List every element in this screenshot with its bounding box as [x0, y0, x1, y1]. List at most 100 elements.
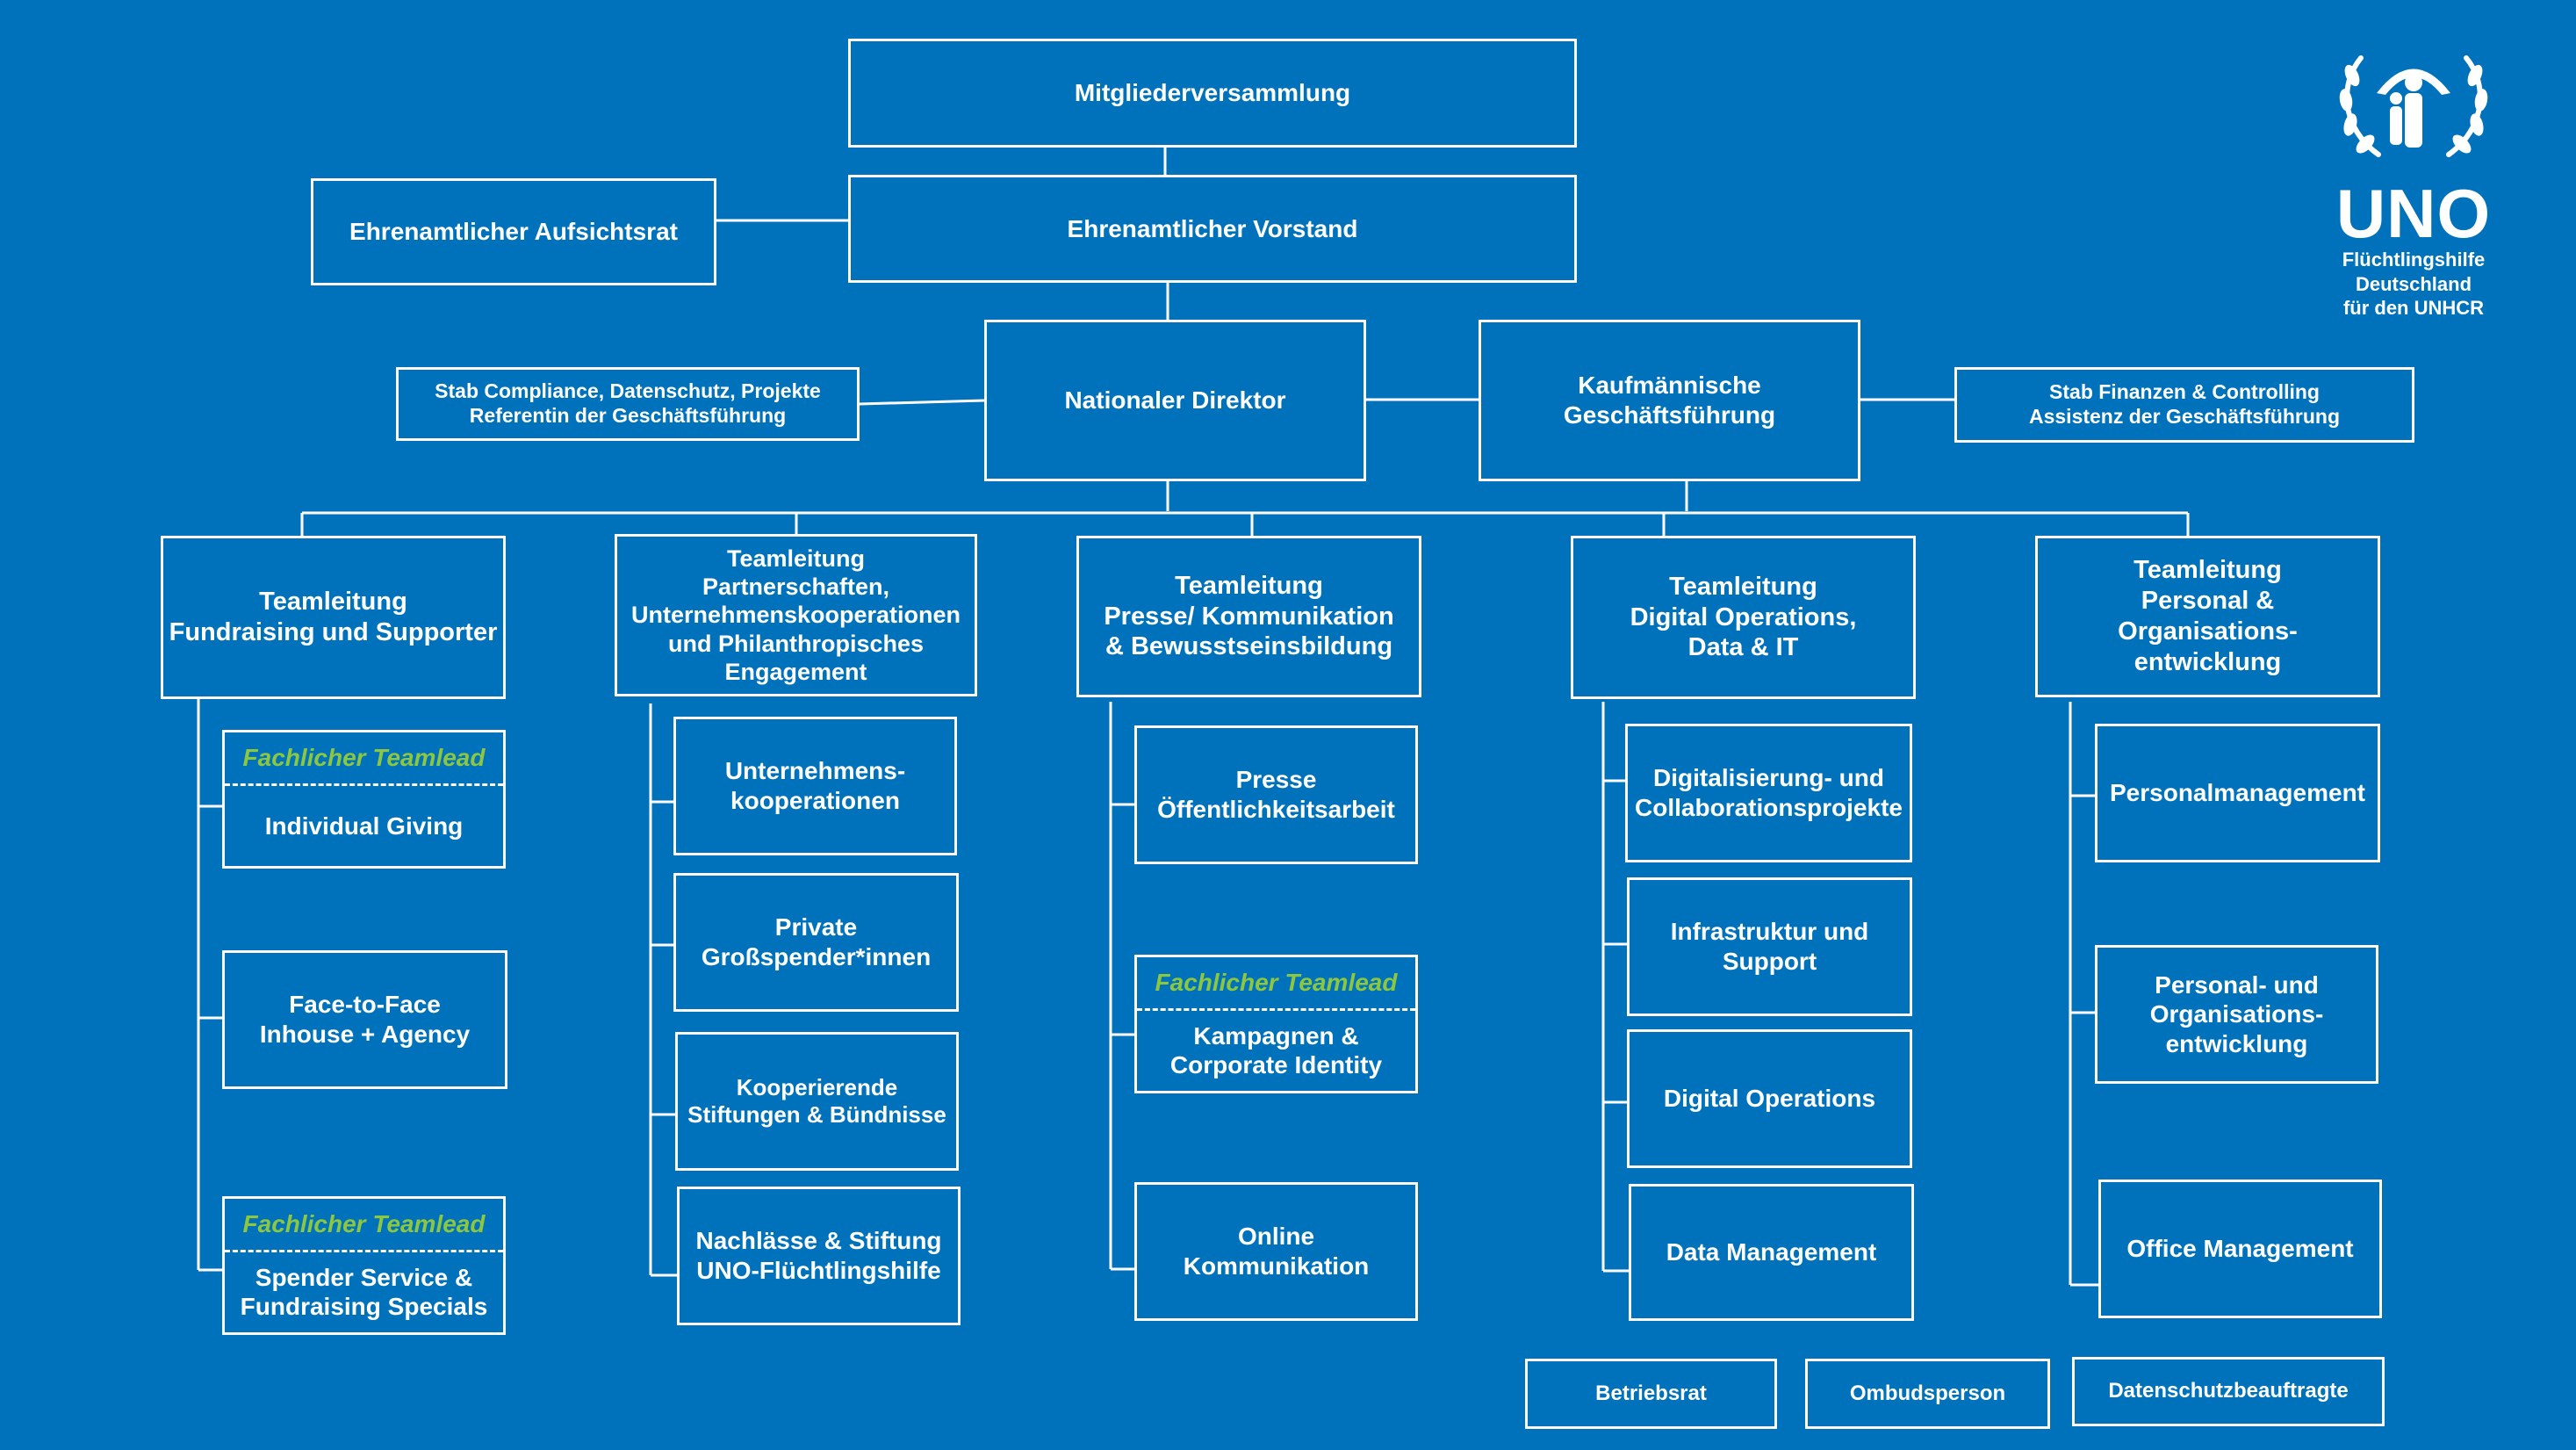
- data-management-label: Data Management: [1666, 1238, 1877, 1266]
- nationaler-direktor-label: Nationaler Direktor: [1064, 386, 1286, 415]
- office-management-box: Office Management: [2098, 1179, 2382, 1318]
- fachlicher-teamlead-tag: Fachlicher Teamlead: [225, 1199, 503, 1252]
- nachlaesse-stiftung-box: Nachlässe & Stiftung UNO-Flüchtlingshilf…: [677, 1187, 961, 1325]
- teamleitung-partnerschaften-line3: Unternehmenskooperationen: [630, 602, 961, 629]
- infrastruktur-support-box: Infrastruktur und Support: [1627, 877, 1912, 1016]
- unternehmenskooperationen-box: Unternehmens- kooperationen: [673, 717, 957, 855]
- logo-wordmark: UNO: [2335, 175, 2492, 252]
- face-to-face-line2: Inhouse + Agency: [259, 1021, 471, 1048]
- teamleitung-personal-line4: entwicklung: [2133, 647, 2282, 676]
- online-kommunikation-line1: Online: [1237, 1223, 1315, 1251]
- personalmanagement-box: Personalmanagement: [2095, 724, 2380, 862]
- teamleitung-personal-line1: Teamleitung: [2133, 556, 2282, 585]
- face-to-face-line1: Face-to-Face: [289, 991, 441, 1019]
- kampagnen-ci-box: Fachlicher Teamlead Kampagnen & Corporat…: [1134, 955, 1418, 1093]
- mitgliederversammlung-label: Mitgliederversammlung: [1074, 79, 1351, 107]
- nachlaesse-stiftung-line1: Nachlässe & Stiftung: [695, 1227, 942, 1255]
- spender-service-box: Fachlicher Teamlead Spender Service & Fu…: [222, 1196, 506, 1335]
- teamleitung-personal-box: Teamleitung Personal & Organisations- en…: [2035, 536, 2380, 697]
- private-grossspender-line2: Großspender*innen: [701, 943, 932, 970]
- digitalisierung-box: Digitalisierung- und Collaborationsproje…: [1625, 724, 1912, 862]
- kampagnen-line1: Kampagnen &: [1193, 1021, 1359, 1050]
- unhcr-laurel-emblem-icon: [2339, 55, 2488, 157]
- mitgliederversammlung-box: Mitgliederversammlung: [848, 39, 1577, 148]
- personal-orgentwicklung-box: Personal- und Organisations- entwicklung: [2095, 945, 2378, 1084]
- teamleitung-partnerschaften-line1: Teamleitung: [726, 545, 866, 572]
- stab-compliance-box: Stab Compliance, Datenschutz, Projekte R…: [396, 367, 860, 441]
- digitalisierung-line2: Collaborationsprojekte: [1635, 794, 1903, 821]
- personal-orgentwicklung-line3: entwicklung: [2165, 1029, 2308, 1057]
- online-kommunikation-box: Online Kommunikation: [1134, 1182, 1418, 1321]
- personalmanagement-label: Personalmanagement: [2110, 779, 2365, 807]
- private-grossspender-box: Private Großspender*innen: [673, 873, 959, 1012]
- kooperierende-stiftungen-line2: Stiftungen & Bündnisse: [687, 1101, 946, 1128]
- nationaler-direktor-box: Nationaler Direktor: [984, 320, 1366, 481]
- teamleitung-digital-line2: Digital Operations,: [1630, 602, 1857, 631]
- ombudsperson-label: Ombudsperson: [1849, 1381, 2006, 1405]
- teamleitung-presse-box: Teamleitung Presse/ Kommunikation & Bewu…: [1076, 536, 1421, 697]
- face-to-face-box: Face-to-Face Inhouse + Agency: [222, 950, 507, 1089]
- teamleitung-partnerschaften-line2: Partnerschaften,: [702, 573, 890, 600]
- uno-fluechtlingshilfe-logo: UNO Flüchtlingshilfe Deutschland für den…: [2313, 32, 2515, 339]
- teamleitung-personal-line3: Organisations-: [2118, 617, 2298, 646]
- teamleitung-presse-line2: Presse/ Kommunikation: [1104, 602, 1394, 631]
- stab-finanzen-box: Stab Finanzen & Controlling Assistenz de…: [1954, 367, 2414, 443]
- infrastruktur-line2: Support: [1722, 948, 1817, 975]
- betriebsrat-box: Betriebsrat: [1525, 1359, 1777, 1429]
- teamleitung-presse-line3: & Bewusstseinsbildung: [1105, 632, 1393, 661]
- betriebsrat-label: Betriebsrat: [1595, 1381, 1707, 1405]
- digitalisierung-line1: Digitalisierung- und: [1653, 764, 1884, 792]
- teamleitung-fundraising-line1: Teamleitung: [259, 588, 407, 617]
- unternehmenskooperationen-line2: kooperationen: [730, 787, 900, 814]
- ombudsperson-box: Ombudsperson: [1805, 1359, 2050, 1429]
- kooperierende-stiftungen-line1: Kooperierende: [736, 1073, 898, 1100]
- logo-subline-2: Deutschland: [2355, 272, 2472, 295]
- teamleitung-partnerschaften-line5: Engagement: [724, 659, 867, 686]
- vorstand-box: Ehrenamtlicher Vorstand: [848, 175, 1577, 283]
- teamleitung-digital-line1: Teamleitung: [1669, 572, 1817, 601]
- teamleitung-presse-line1: Teamleitung: [1175, 571, 1323, 600]
- teamleitung-partnerschaften-line4: und Philanthropisches: [667, 630, 925, 657]
- teamleitung-personal-line2: Personal &: [2141, 587, 2275, 616]
- stab-compliance-line2: Referentin der Geschäftsführung: [469, 404, 787, 427]
- aufsichtsrat-label: Ehrenamtlicher Aufsichtsrat: [349, 218, 678, 246]
- unternehmenskooperationen-line1: Unternehmens-: [724, 757, 906, 785]
- vorstand-label: Ehrenamtlicher Vorstand: [1067, 214, 1358, 242]
- private-grossspender-line1: Private: [774, 913, 858, 941]
- aufsichtsrat-box: Ehrenamtlicher Aufsichtsrat: [311, 178, 716, 285]
- fachlicher-teamlead-tag: Fachlicher Teamlead: [225, 732, 503, 786]
- fachlicher-teamlead-tag: Fachlicher Teamlead: [1137, 957, 1415, 1011]
- teamleitung-partnerschaften-box: Teamleitung Partnerschaften, Unternehmen…: [615, 534, 977, 696]
- kampagnen-line2: Corporate Identity: [1169, 1051, 1383, 1079]
- presse-line1: Presse: [1235, 766, 1317, 794]
- data-management-box: Data Management: [1629, 1184, 1914, 1321]
- online-kommunikation-line2: Kommunikation: [1183, 1252, 1370, 1280]
- individual-giving-label: Individual Giving: [264, 812, 464, 840]
- datenschutzbeauftragte-box: Datenschutzbeauftragte: [2072, 1357, 2385, 1426]
- stab-finanzen-line2: Assistenz der Geschäftsführung: [2028, 405, 2341, 428]
- kaufmaennische-gf-line2: Geschäftsführung: [1563, 401, 1776, 429]
- individual-giving-box: Fachlicher Teamlead Individual Giving: [222, 730, 506, 869]
- logo-subline-3: für den UNHCR: [2342, 297, 2485, 319]
- teamleitung-fundraising-line2: Fundraising und Supporter: [169, 618, 498, 646]
- logo-subline-1: Flüchtlingshilfe: [2342, 249, 2486, 271]
- infrastruktur-line1: Infrastruktur und: [1670, 918, 1869, 946]
- spender-service-line1: Spender Service &: [255, 1263, 473, 1291]
- kaufmaennische-gf-line1: Kaufmännische: [1578, 372, 1761, 400]
- personal-orgentwicklung-line2: Organisations-: [2149, 1000, 2324, 1028]
- teamleitung-fundraising-box: Teamleitung Fundraising und Supporter: [161, 536, 506, 699]
- nachlaesse-stiftung-line2: UNO-Flüchtlingshilfe: [696, 1257, 941, 1284]
- teamleitung-digital-box: Teamleitung Digital Operations, Data & I…: [1571, 536, 1916, 699]
- personal-orgentwicklung-line1: Personal- und: [2155, 970, 2319, 999]
- stab-finanzen-line1: Stab Finanzen & Controlling: [2049, 380, 2320, 404]
- presse-oeffentlichkeitsarbeit-box: Presse Öffentlichkeitsarbeit: [1134, 725, 1418, 864]
- digital-operations-box: Digital Operations: [1627, 1029, 1912, 1168]
- presse-line2: Öffentlichkeitsarbeit: [1157, 796, 1395, 823]
- kooperierende-stiftungen-box: Kooperierende Stiftungen & Bündnisse: [675, 1032, 959, 1171]
- stab-compliance-line1: Stab Compliance, Datenschutz, Projekte: [435, 379, 821, 403]
- datenschutzbeauftragte-label: Datenschutzbeauftragte: [2108, 1379, 2349, 1403]
- office-management-label: Office Management: [2126, 1235, 2354, 1263]
- spender-service-line2: Fundraising Specials: [240, 1293, 488, 1321]
